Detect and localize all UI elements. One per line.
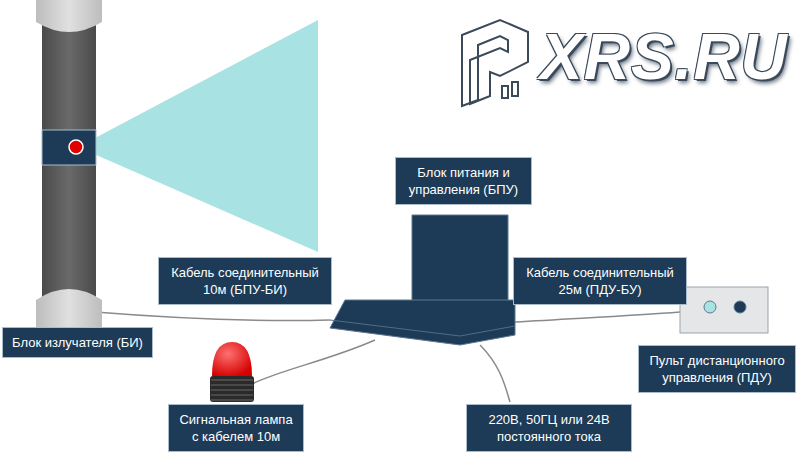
label-text: Сигнальная лампа с кабелем 10м: [177, 411, 295, 445]
lamp-dome: [212, 342, 252, 376]
emitter-dot: [69, 140, 83, 154]
label-text: Кабель соединительный 25м (ПДУ-БУ): [522, 264, 678, 298]
remote-button: [704, 301, 716, 313]
label-box: Пульт дистанционного управления (ПДУ): [638, 345, 796, 393]
remote-button: [734, 301, 746, 313]
pillar: [42, 0, 96, 330]
label-box: Сигнальная лампа с кабелем 10м: [168, 404, 304, 452]
label-box: Блок питания и управления (БПУ): [395, 157, 532, 205]
unit-panel: [412, 215, 508, 305]
remote-box: [680, 287, 768, 333]
lamp-ribs: [211, 380, 253, 400]
emitter-band: [42, 130, 96, 165]
unit-base: [330, 300, 515, 345]
watermark: XRS.RU: [540, 20, 788, 94]
label-text: 220В, 50ГЦ или 24В постоянного тока: [475, 411, 623, 445]
label-box: Кабель соединительный 10м (БПУ-БИ): [158, 257, 332, 305]
label-text: Пульт дистанционного управления (ПДУ): [647, 352, 787, 386]
logo-icon: [462, 20, 528, 106]
label-box: Кабель соединительный 25м (ПДУ-БУ): [513, 257, 687, 305]
label-box: Блок излучателя (БИ): [2, 327, 153, 358]
lamp-base: [210, 376, 254, 402]
pillar-cap: [36, 0, 102, 32]
label-text: Блок питания и управления (БПУ): [404, 164, 523, 198]
beam-cone: [78, 20, 318, 252]
label-text: Блок излучателя (БИ): [12, 334, 143, 351]
unit-edge: [330, 320, 515, 336]
label-text: Кабель соединительный 10м (БПУ-БИ): [167, 264, 323, 298]
label-box: 220В, 50ГЦ или 24В постоянного тока: [466, 404, 632, 452]
